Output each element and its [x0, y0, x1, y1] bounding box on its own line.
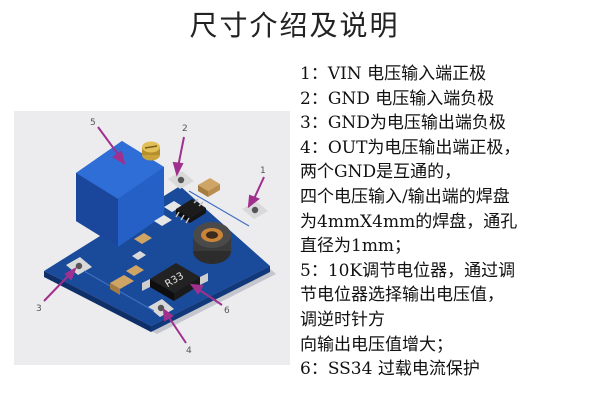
- callout-arrowhead-4: [162, 307, 174, 322]
- callout-label-5: 5: [90, 118, 96, 128]
- callout-arrowhead-5: [112, 150, 126, 166]
- diode-ss34: R33: [142, 263, 208, 301]
- description-line: 直径为1mm；: [300, 236, 412, 257]
- callout-arrowhead-1: [247, 194, 261, 209]
- ic-chip: [175, 198, 206, 224]
- trimmer-potentiometer: [76, 141, 164, 247]
- smd-component: [126, 201, 182, 276]
- pcb-edge-front: [44, 271, 151, 332]
- smd-capacitor: [198, 178, 220, 197]
- callout-arrowhead-6: [189, 283, 204, 295]
- pad-gnd-out: [66, 257, 92, 275]
- callout-arrow-6: [197, 288, 223, 306]
- description-line: 3：GND为电压输出端负极: [300, 113, 506, 134]
- smd-capacitor: [110, 275, 134, 295]
- page-title: 尺寸介绍及说明: [189, 9, 400, 42]
- description-line: 节电位器选择输出电压值，: [300, 285, 504, 306]
- board-illustration: R33 1: [36, 118, 276, 356]
- description-line: 1：VIN 电压输入端正极: [300, 64, 487, 84]
- description-line: 为4mmX4mm的焊盘，通孔: [300, 211, 518, 232]
- description-line: 调逆时针方: [300, 309, 385, 330]
- description-list: 1：VIN 电压输入端正极 2：GND 电压输入端负极 3：GND为电压输出端负…: [300, 62, 585, 382]
- description-line: 四个电压输入/输出端的焊盘: [300, 186, 510, 207]
- description-line: 向输出电压值增大；: [300, 334, 453, 355]
- pad-gnd-in: [168, 171, 194, 189]
- description-line: 两个GND是互通的，: [300, 162, 462, 183]
- silkscreen-line: [188, 190, 250, 227]
- callout-arrowhead-2: [172, 161, 184, 177]
- callout-arrow-5: [97, 126, 121, 158]
- board-photo: R33 1: [14, 111, 290, 365]
- callout-label-6: 6: [224, 306, 230, 316]
- callout-label-2: 2: [182, 124, 188, 134]
- description-line: 4：OUT为电压输出端正极，: [300, 137, 521, 158]
- description-line: 6：SS34 过载电流保护: [300, 359, 480, 380]
- callout-arrow-3: [43, 273, 71, 302]
- callout-label-1: 1: [260, 166, 266, 176]
- callout-arrowhead-3: [64, 266, 77, 281]
- description-line: 2：GND 电压输入端负极: [300, 88, 495, 109]
- callout-label-3: 3: [36, 304, 42, 314]
- description-line: 5：10K调节电位器，通过调: [300, 260, 516, 281]
- callout-arrow-2: [177, 136, 185, 168]
- callout-label-4: 4: [186, 346, 192, 356]
- inductor: [193, 222, 231, 264]
- pcb-edge-side: [151, 266, 270, 332]
- pcb-board: [44, 186, 270, 326]
- callout-arrow-4: [167, 315, 187, 344]
- pad-vin: [242, 201, 268, 219]
